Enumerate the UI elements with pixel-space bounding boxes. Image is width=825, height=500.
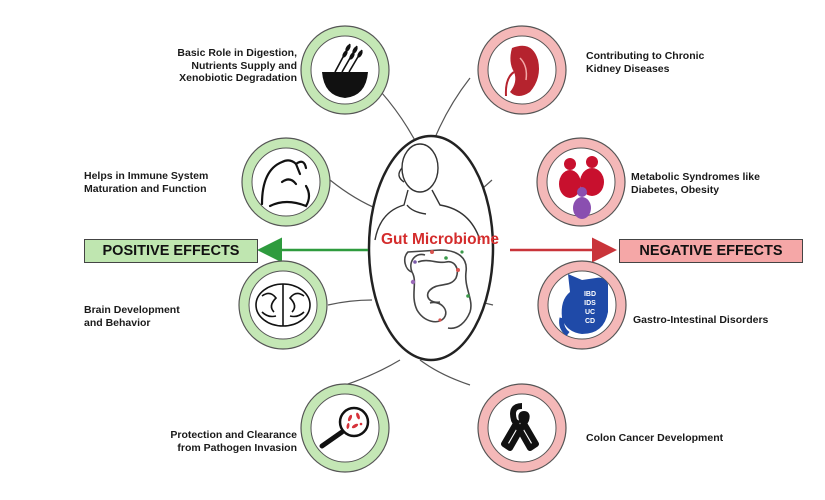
positive-label-2: Helps in Immune System Maturation and Fu… <box>84 170 209 195</box>
positive-circle-1 <box>300 25 390 115</box>
microbe-dots <box>410 250 470 322</box>
negative-label-2: Metabolic Syndromes like Diabetes, Obesi… <box>631 171 760 196</box>
human-torso-icon <box>374 143 481 241</box>
stomach-badge-ibd: IBD <box>584 291 596 298</box>
negative-label-1: Contributing to Chronic Kidney Diseases <box>586 50 705 75</box>
negative-effects-box: NEGATIVE EFFECTS <box>619 239 803 263</box>
positive-label-1: Basic Role in Digestion, Nutrients Suppl… <box>177 47 297 84</box>
negative-label-3: Gastro-Intestinal Disorders <box>633 314 769 326</box>
flexed-arm-icon <box>260 159 311 208</box>
cancer-ribbon-icon <box>501 403 539 451</box>
positive-circle-2 <box>241 137 331 227</box>
positive-label-3: Brain Development and Behavior <box>84 304 180 329</box>
body-oval <box>367 134 495 362</box>
stomach-icon: IBD IDS UC CD <box>559 274 608 336</box>
stomach-badge-ids: IDS <box>584 300 596 307</box>
obese-people-icon <box>559 156 604 219</box>
gut-microbiome-title: Gut Microbiome <box>381 231 499 248</box>
stomach-badge-cd: CD <box>585 318 595 325</box>
brain-icon <box>255 283 311 327</box>
magnifier-bacteria-icon <box>319 406 370 449</box>
negative-label-4: Colon Cancer Development <box>586 432 724 444</box>
kidney-icon <box>504 45 539 97</box>
stomach-badge-uc: UC <box>585 309 595 316</box>
positive-label-4: Protection and Clearance from Pathogen I… <box>170 429 297 454</box>
wheat-bowl-icon <box>322 43 368 98</box>
positive-effects-box: POSITIVE EFFECTS <box>84 239 258 263</box>
intestine-icon <box>403 249 472 330</box>
